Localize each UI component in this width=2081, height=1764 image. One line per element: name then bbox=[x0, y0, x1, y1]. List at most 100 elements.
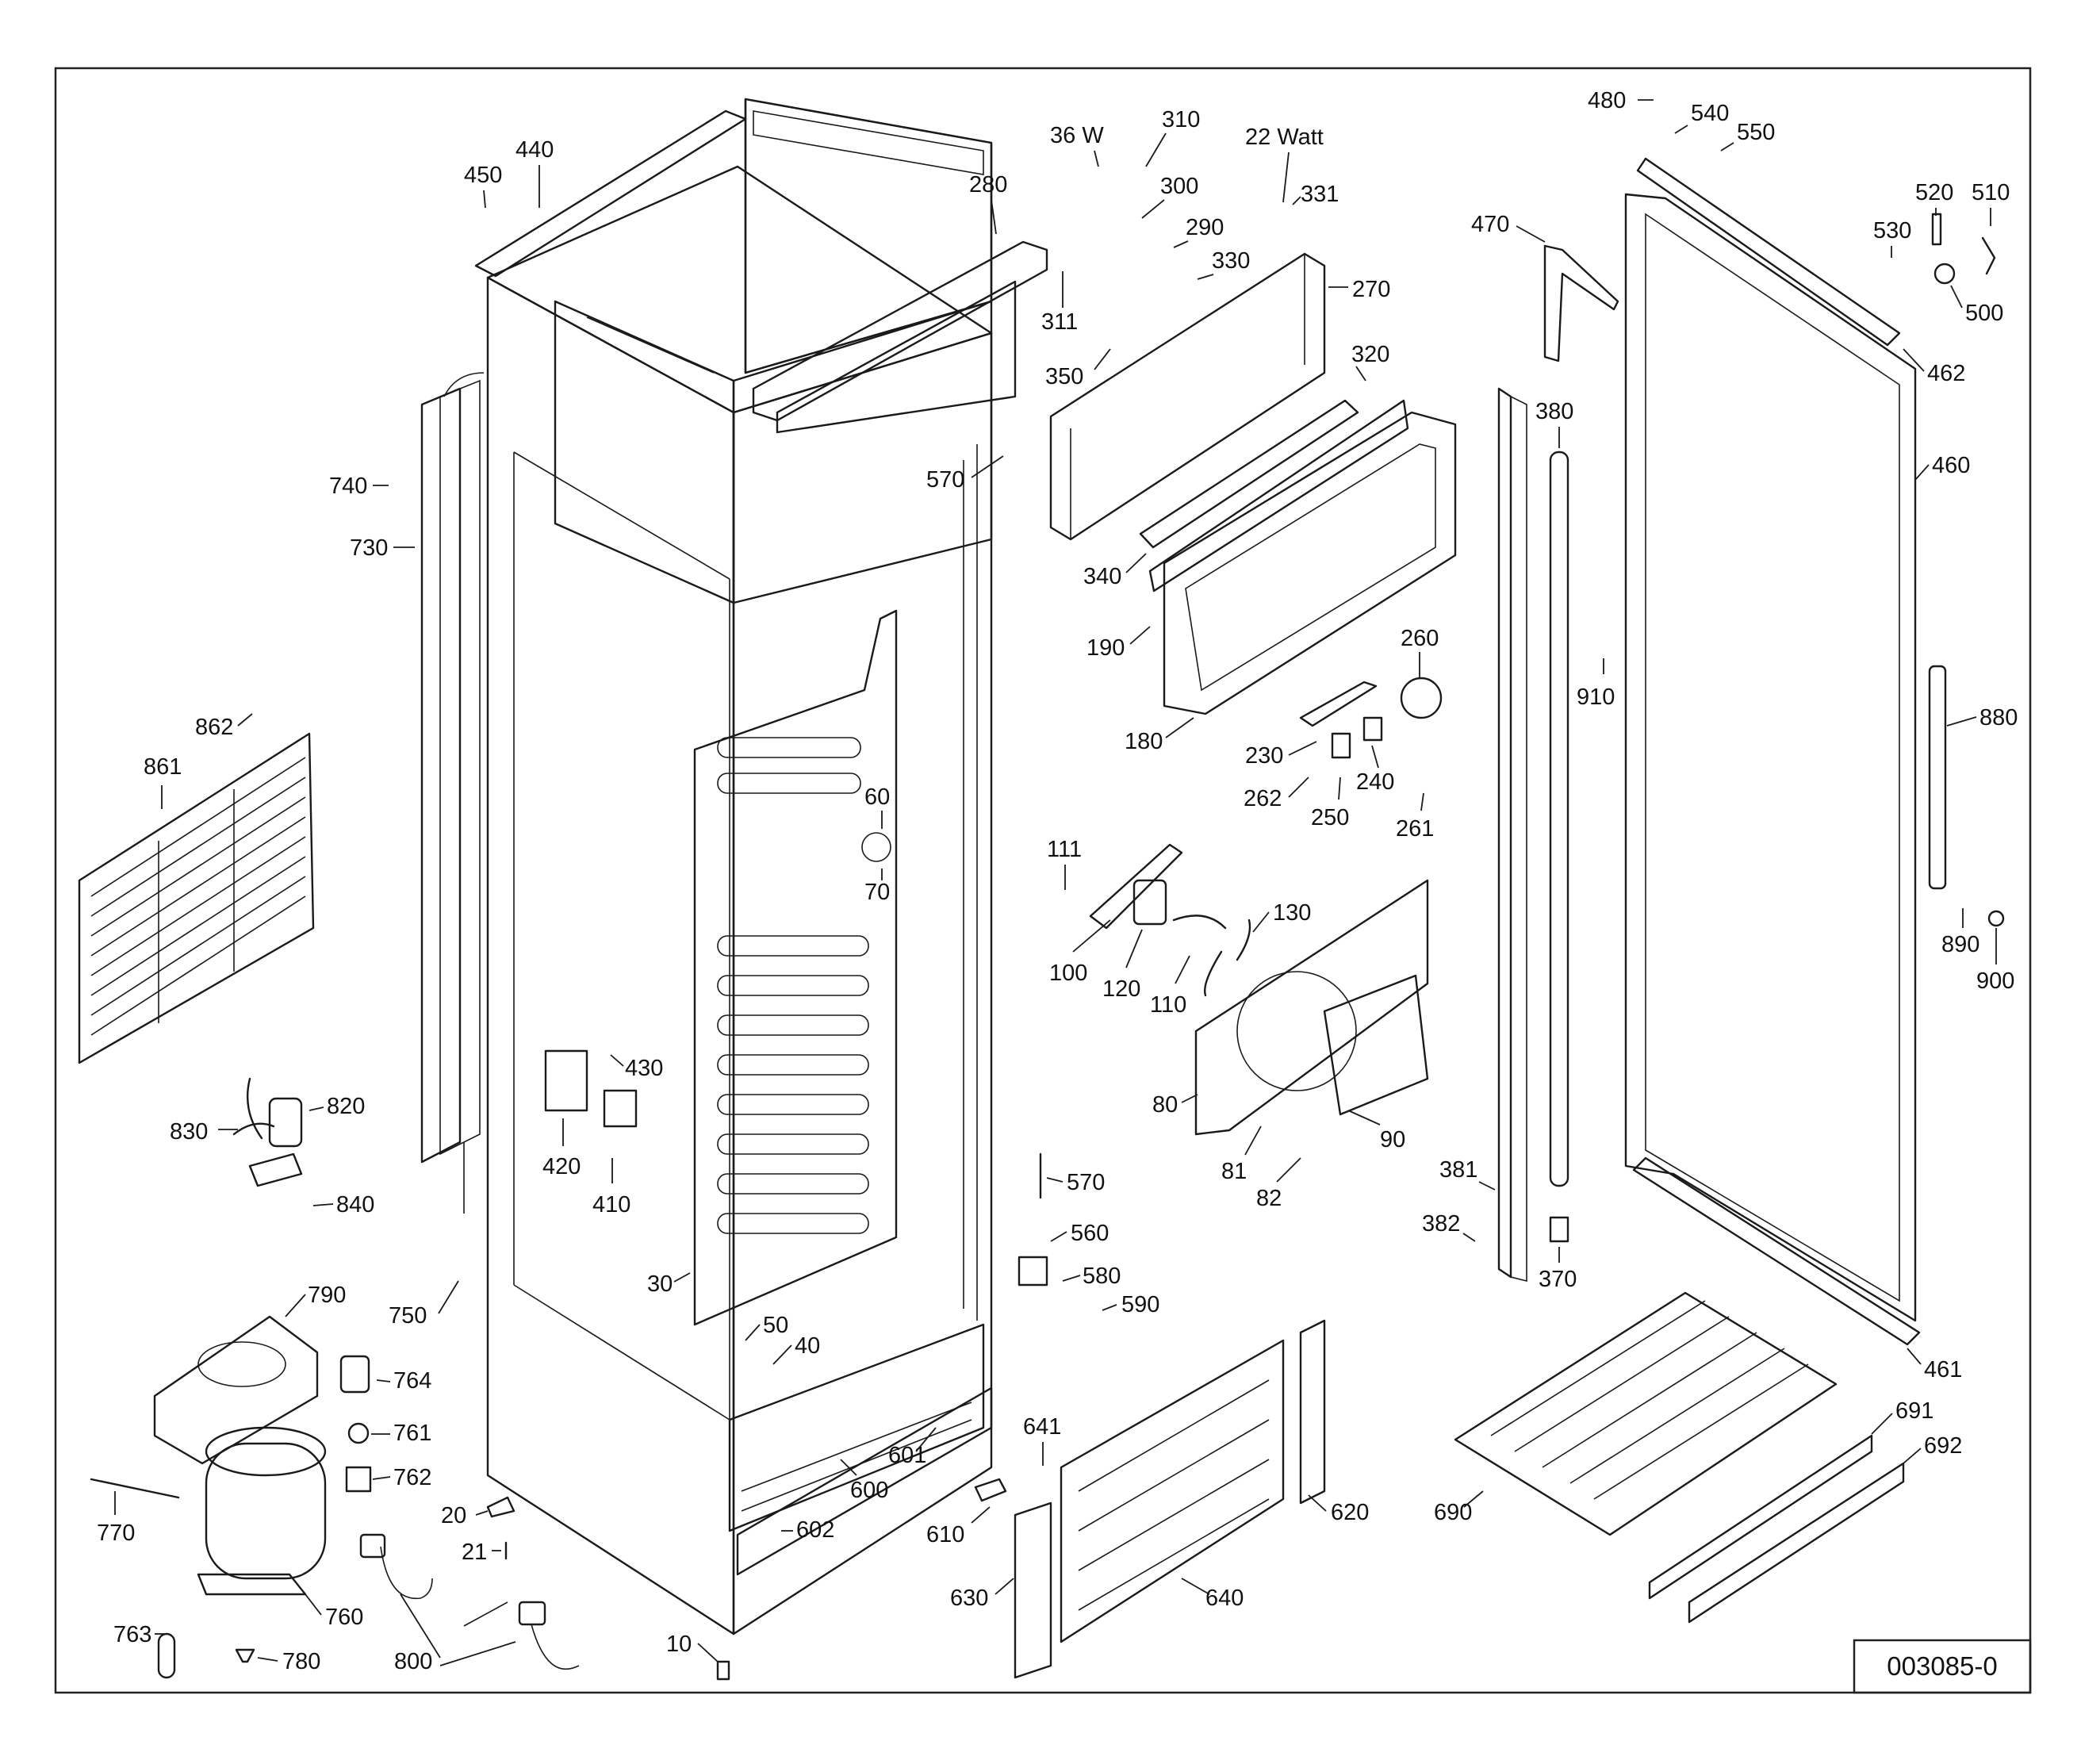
callout-462: 462 bbox=[1927, 361, 1965, 386]
condenser-fan-illustration bbox=[232, 1077, 303, 1187]
callout-130: 130 bbox=[1273, 900, 1311, 926]
door-handle-illustration bbox=[1928, 665, 1947, 890]
callout-90: 90 bbox=[1380, 1127, 1405, 1152]
callout-82: 82 bbox=[1256, 1186, 1282, 1211]
callout-480: 480 bbox=[1588, 88, 1626, 113]
compressor-box-illustration bbox=[153, 1315, 319, 1465]
callout-640: 640 bbox=[1205, 1586, 1244, 1611]
callout-440: 440 bbox=[515, 137, 554, 163]
callout-690: 690 bbox=[1434, 1500, 1472, 1525]
callout-261: 261 bbox=[1396, 816, 1434, 842]
callout-21: 21 bbox=[462, 1540, 487, 1565]
callout-70: 70 bbox=[864, 880, 890, 905]
thermostat-bracket-illustration bbox=[1018, 1152, 1048, 1287]
callout-230: 230 bbox=[1245, 743, 1283, 769]
top-cover-illustration bbox=[752, 240, 1048, 434]
callout-190: 190 bbox=[1086, 635, 1125, 661]
callout-60: 60 bbox=[864, 784, 890, 810]
relay-parts-illustration bbox=[157, 1355, 372, 1679]
callout-602: 602 bbox=[796, 1517, 834, 1543]
callout-110: 110 bbox=[1150, 992, 1186, 1018]
callout-370: 370 bbox=[1539, 1267, 1577, 1292]
callout-862: 862 bbox=[195, 715, 233, 740]
callout-890: 890 bbox=[1941, 932, 1979, 957]
callout-761: 761 bbox=[393, 1421, 431, 1446]
diagram-frame bbox=[54, 67, 2032, 1694]
power-cord-illustration bbox=[359, 1533, 580, 1670]
callout-740: 740 bbox=[329, 474, 367, 499]
callout-530: 530 bbox=[1873, 218, 1911, 244]
callout-762: 762 bbox=[393, 1465, 431, 1490]
corner-piece-illustration bbox=[1543, 244, 1619, 362]
callout-36w: 36 W bbox=[1050, 123, 1104, 148]
callout-520: 520 bbox=[1915, 180, 1953, 205]
fluorescent-tube-illustration bbox=[1139, 399, 1359, 549]
callout-310: 310 bbox=[1162, 107, 1200, 132]
callout-764: 764 bbox=[393, 1368, 431, 1394]
callout-311: 311 bbox=[1041, 309, 1078, 335]
callout-180: 180 bbox=[1125, 729, 1163, 754]
callout-262: 262 bbox=[1244, 786, 1282, 811]
callout-labels: 440 450 280 36 W 310 300 290 330 311 350… bbox=[97, 88, 2018, 1674]
callout-350: 350 bbox=[1045, 364, 1083, 389]
callout-270: 270 bbox=[1352, 277, 1390, 302]
top-box-illustration bbox=[474, 98, 993, 604]
callout-80: 80 bbox=[1152, 1092, 1178, 1118]
small-fittings-illustration bbox=[486, 1049, 730, 1681]
callout-750: 750 bbox=[389, 1303, 427, 1329]
kickplate-illustration bbox=[974, 1319, 1326, 1679]
callout-10: 10 bbox=[666, 1632, 692, 1657]
callout-450: 450 bbox=[464, 163, 502, 188]
callout-770: 770 bbox=[97, 1520, 135, 1546]
control-parts-illustration bbox=[1299, 677, 1443, 759]
leader-lines bbox=[114, 99, 1997, 1666]
callout-460: 460 bbox=[1932, 453, 1970, 478]
callout-691: 691 bbox=[1895, 1398, 1933, 1424]
callout-763: 763 bbox=[113, 1622, 151, 1647]
drawing-code: 003085-0 bbox=[1887, 1651, 1997, 1681]
callout-30: 30 bbox=[647, 1271, 673, 1297]
fan-shroud-illustration bbox=[1194, 879, 1429, 1136]
callout-331: 331 bbox=[1301, 182, 1339, 207]
door-rod-illustration bbox=[1549, 451, 1569, 1243]
callout-550: 550 bbox=[1737, 120, 1775, 145]
callout-780: 780 bbox=[282, 1649, 320, 1674]
callout-830: 830 bbox=[170, 1119, 208, 1145]
cabinet-body-illustration bbox=[486, 165, 993, 1636]
callout-500: 500 bbox=[1965, 301, 2003, 326]
shelf-illustration bbox=[1454, 1291, 1905, 1624]
callout-382: 382 bbox=[1422, 1211, 1460, 1237]
evaporator-fan-illustration bbox=[1089, 843, 1251, 997]
callout-620: 620 bbox=[1331, 1500, 1369, 1525]
callout-790: 790 bbox=[308, 1283, 346, 1308]
condenser-illustration bbox=[420, 372, 485, 1214]
callout-410: 410 bbox=[592, 1192, 630, 1218]
callout-381: 381 bbox=[1439, 1157, 1477, 1183]
callout-470: 470 bbox=[1471, 212, 1509, 237]
hinge-parts-illustration bbox=[1931, 213, 2005, 927]
callout-510: 510 bbox=[1972, 180, 2010, 205]
callout-22watt: 22 Watt bbox=[1245, 125, 1324, 150]
callout-380: 380 bbox=[1535, 399, 1573, 424]
callout-240: 240 bbox=[1356, 769, 1394, 795]
callout-560: 560 bbox=[1071, 1221, 1109, 1246]
callout-290: 290 bbox=[1186, 215, 1224, 240]
drawing-code-box: 003085-0 bbox=[1853, 1639, 2032, 1694]
callout-330: 330 bbox=[1212, 248, 1250, 274]
callout-461: 461 bbox=[1924, 1357, 1962, 1382]
callout-280: 280 bbox=[969, 172, 1007, 197]
callout-111: 111 bbox=[1047, 837, 1082, 862]
callout-420: 420 bbox=[542, 1154, 581, 1179]
callout-430: 430 bbox=[625, 1056, 663, 1081]
callout-820: 820 bbox=[327, 1094, 365, 1119]
callout-630: 630 bbox=[950, 1586, 988, 1611]
callout-50: 50 bbox=[763, 1313, 788, 1338]
callout-570-mid: 570 bbox=[1067, 1170, 1105, 1195]
callout-760: 760 bbox=[325, 1605, 363, 1630]
callout-800: 800 bbox=[394, 1649, 432, 1674]
side-grille-illustration bbox=[78, 732, 315, 1064]
callout-120: 120 bbox=[1102, 976, 1140, 1002]
callout-260: 260 bbox=[1401, 626, 1439, 651]
door-strip-illustration bbox=[1497, 387, 1527, 1283]
